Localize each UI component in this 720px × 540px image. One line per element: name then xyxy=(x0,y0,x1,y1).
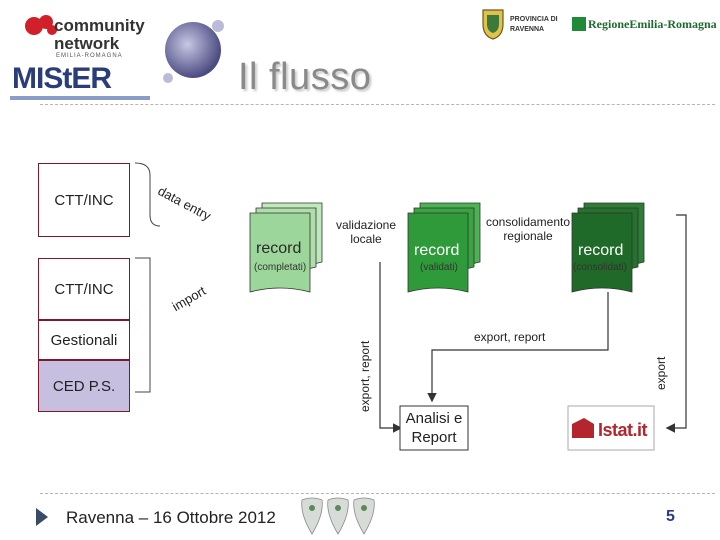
footer-globe-decoration xyxy=(301,497,375,535)
label-export-report-regional: export, report xyxy=(474,330,546,344)
label-export-report-local: export, report xyxy=(358,340,372,412)
brace-data-entry xyxy=(134,162,161,227)
source-gestionali: Gestionali xyxy=(38,320,130,360)
source-ced-ps: CED P.S. xyxy=(38,360,130,412)
istat-logo-text: Istat.it xyxy=(598,420,648,440)
regione-logo-text: RegioneEmilia-Romagna xyxy=(588,17,717,31)
community-network-logo: community network EMILIA-ROMAGNA xyxy=(22,12,152,62)
record-consolidati-sub: (consolidati) xyxy=(573,262,627,273)
footer-divider xyxy=(40,493,715,494)
istat-logo-mark xyxy=(572,418,594,438)
community-network-logo-text-1: community xyxy=(54,16,145,35)
footer-event-text: Ravenna – 16 Ottobre 2012 xyxy=(66,508,276,527)
decorative-sphere-graphic xyxy=(163,20,224,83)
provincia-logo-line2: RAVENNA xyxy=(510,26,545,33)
provincia-ravenna-logo: PROVINCIA DI RAVENNA xyxy=(480,6,560,42)
provincia-logo-line1: PROVINCIA DI xyxy=(510,16,558,23)
record-stack-consolidati xyxy=(571,202,645,293)
label-validazione-locale: validazione locale xyxy=(335,218,397,246)
community-network-logo-icon xyxy=(25,15,57,35)
record-completati-label: record xyxy=(256,240,302,257)
source-ctt-inc-2: CTT/INC xyxy=(38,258,130,320)
label-export-istat: export xyxy=(654,356,668,390)
page-number: 5 xyxy=(666,508,675,525)
analisi-report-label: Analisi e Report xyxy=(405,410,463,446)
arrow-export-report-local xyxy=(379,262,403,433)
record-validati-label: record xyxy=(414,242,460,259)
community-network-logo-text-2: network xyxy=(54,34,120,53)
brace-import xyxy=(135,257,151,393)
regione-emilia-romagna-logo: RegioneEmilia-Romagna xyxy=(572,14,717,36)
arrow-export-istat xyxy=(665,214,687,433)
regione-logo-mark xyxy=(572,17,586,31)
label-consolidamento-regionale: consolidamento regionale xyxy=(485,215,571,243)
mister-logo-text: MIStER xyxy=(12,62,112,95)
source-ctt-inc-1: CTT/INC xyxy=(38,163,130,237)
analisi-report-box-shape xyxy=(399,405,469,451)
page-title: Il flusso xyxy=(238,56,372,98)
mister-logo: MIStER xyxy=(10,62,150,104)
record-stack-completati xyxy=(249,202,323,293)
record-consolidati-label: record xyxy=(578,242,624,259)
community-network-logo-sub: EMILIA-ROMAGNA xyxy=(56,53,123,59)
coat-of-arms-icon xyxy=(482,9,504,40)
mister-logo-strip xyxy=(10,96,150,100)
record-validati-sub: (validati) xyxy=(420,262,458,273)
bullet-arrow-icon xyxy=(36,508,48,526)
arrow-export-report-regional xyxy=(427,292,609,403)
record-completati-sub: (completati) xyxy=(254,262,307,273)
header-divider xyxy=(40,104,715,105)
record-stack-validati xyxy=(407,202,481,293)
